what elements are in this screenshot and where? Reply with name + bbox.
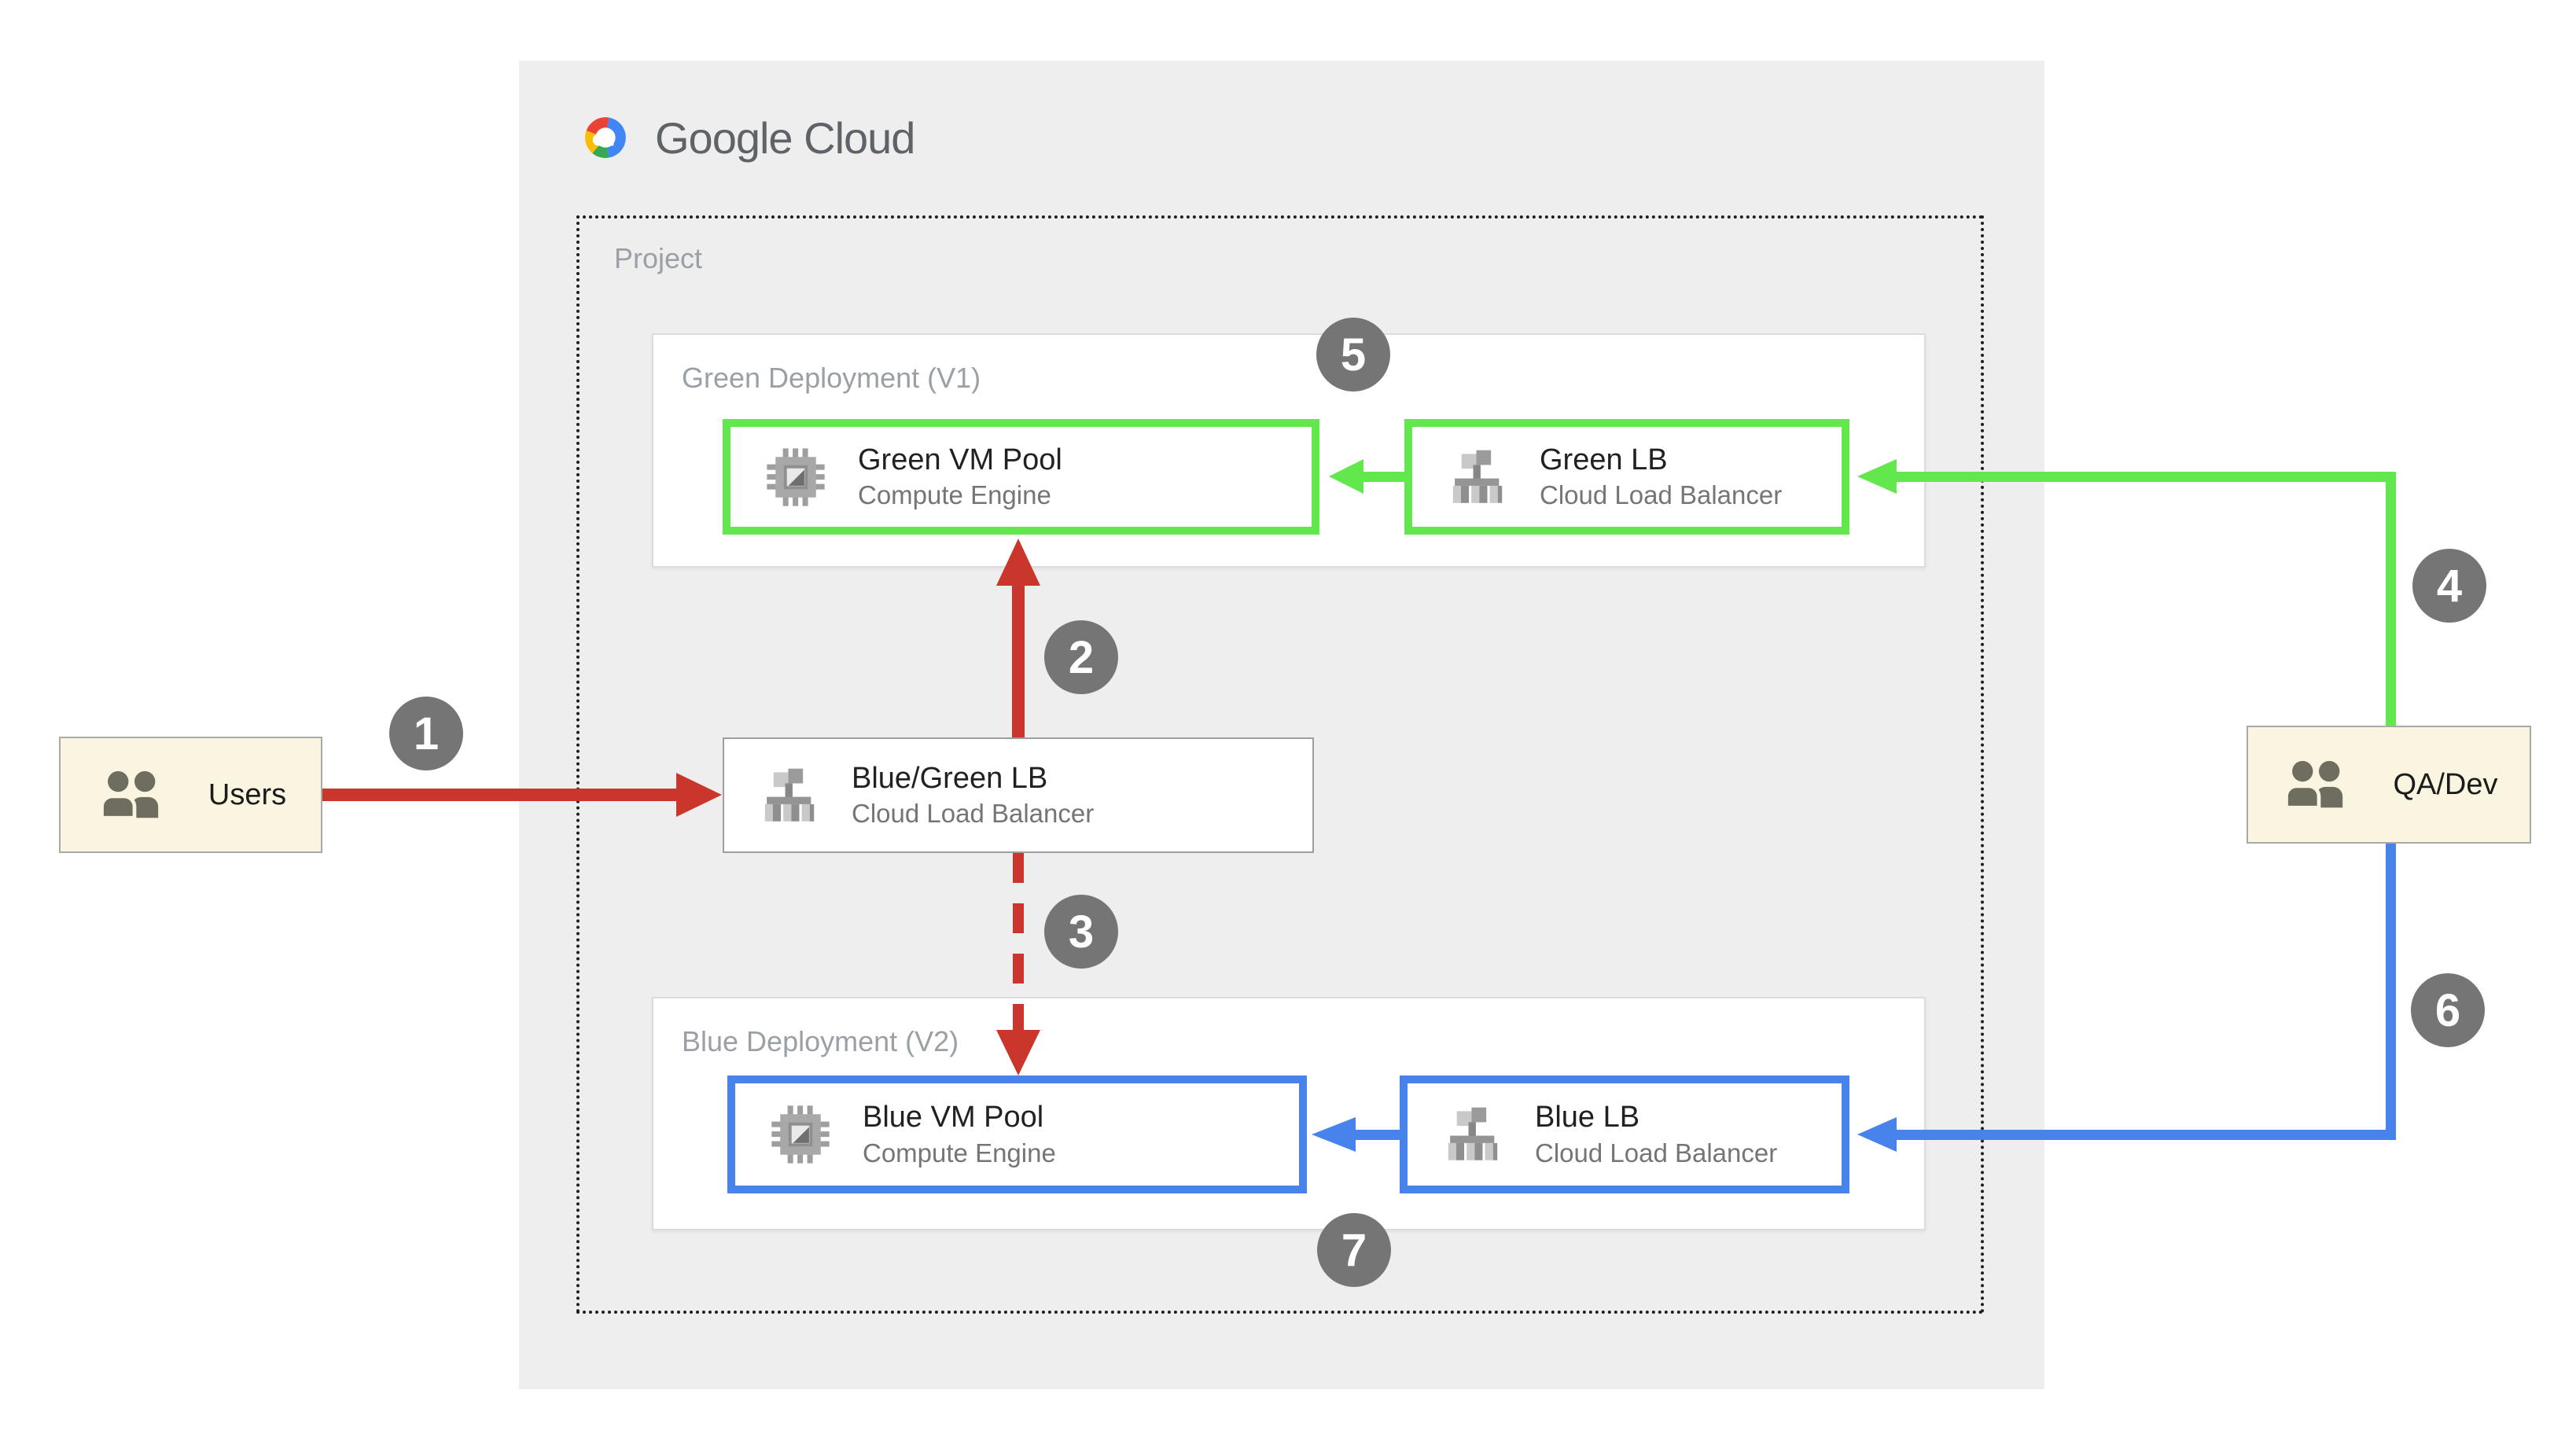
compute-engine-icon	[767, 447, 825, 506]
users-to-lb-arrowhead-icon	[676, 773, 722, 817]
blue-lb-title: Blue LB	[1535, 1101, 1640, 1134]
bluegreen-lb-node: Blue/Green LB Cloud Load Balancer	[723, 737, 1314, 853]
blue-vm-pool-title: Blue VM Pool	[863, 1101, 1044, 1134]
step-badge-4: 4	[2412, 549, 2486, 623]
qadev-to-green-lb-vertical-line	[2386, 472, 2396, 726]
users-icon	[100, 770, 159, 820]
bluegreen-lb-subtitle: Cloud Load Balancer	[852, 799, 1095, 829]
load-balancer-icon	[1452, 450, 1503, 503]
green-lb-to-vm-arrowhead-icon	[1329, 459, 1363, 494]
green-deployment-label: Green Deployment (V1)	[682, 362, 981, 394]
qadev-users-icon	[2284, 760, 2343, 810]
load-balancer-icon	[1448, 1107, 1498, 1160]
blue-lb-subtitle: Cloud Load Balancer	[1535, 1138, 1778, 1167]
qadev-to-blue-lb-horizontal-line	[1897, 1130, 2396, 1140]
compute-engine-icon	[771, 1105, 830, 1164]
green-vm-pool-subtitle: Compute Engine	[858, 480, 1051, 510]
green-lb-title: Green LB	[1540, 443, 1668, 476]
lb-to-blue-vm-arrowhead-icon	[996, 1030, 1040, 1076]
blue-lb-to-vm-arrow-line	[1356, 1130, 1400, 1140]
qadev-to-blue-lb-vertical-line	[2386, 844, 2396, 1140]
blue-vm-pool-node: Blue VM Pool Compute Engine	[727, 1076, 1307, 1193]
users-label: Users	[208, 778, 287, 811]
blue-vm-pool-subtitle: Compute Engine	[863, 1138, 1056, 1167]
step-badge-5: 5	[1316, 318, 1390, 392]
project-boundary: Project	[576, 215, 1984, 1314]
bluegreen-lb-title: Blue/Green LB	[852, 761, 1048, 795]
green-lb-subtitle: Cloud Load Balancer	[1540, 480, 1783, 510]
qadev-to-green-lb-arrowhead-icon	[1857, 459, 1897, 494]
green-vm-pool-title: Green VM Pool	[858, 443, 1062, 476]
green-lb-node: Green LB Cloud Load Balancer	[1404, 419, 1849, 535]
lb-to-green-vm-arrowhead-icon	[996, 539, 1040, 586]
blue-lb-to-vm-arrowhead-icon	[1312, 1117, 1356, 1152]
qadev-label: QA/Dev	[2393, 767, 2498, 801]
users-box: Users	[59, 737, 322, 853]
blue-deployment-label: Blue Deployment (V2)	[682, 1025, 959, 1057]
step-badge-2: 2	[1044, 620, 1118, 694]
lb-to-blue-vm-dashed-line	[1013, 853, 1024, 1030]
green-lb-to-vm-arrow-line	[1363, 472, 1404, 482]
step-badge-3: 3	[1044, 895, 1118, 969]
step-badge-6: 6	[2411, 973, 2485, 1047]
qadev-to-blue-lb-arrowhead-icon	[1857, 1117, 1897, 1152]
qadev-to-green-lb-horizontal-line	[1897, 472, 2396, 482]
step-badge-7: 7	[1317, 1213, 1391, 1287]
google-cloud-logo-text: Google Cloud	[655, 112, 915, 163]
step-badge-1: 1	[389, 697, 463, 770]
blue-lb-node: Blue LB Cloud Load Balancer	[1400, 1076, 1849, 1193]
google-cloud-logo-icon	[585, 117, 626, 158]
green-vm-pool-node: Green VM Pool Compute Engine	[723, 419, 1319, 535]
google-cloud-logo: Google Cloud	[576, 110, 915, 165]
qadev-box: QA/Dev	[2247, 726, 2531, 844]
lb-to-green-vm-arrow-line	[1012, 586, 1025, 737]
project-label: Project	[614, 242, 703, 274]
users-to-lb-arrow-line	[322, 789, 676, 801]
load-balancer-icon	[764, 768, 815, 822]
